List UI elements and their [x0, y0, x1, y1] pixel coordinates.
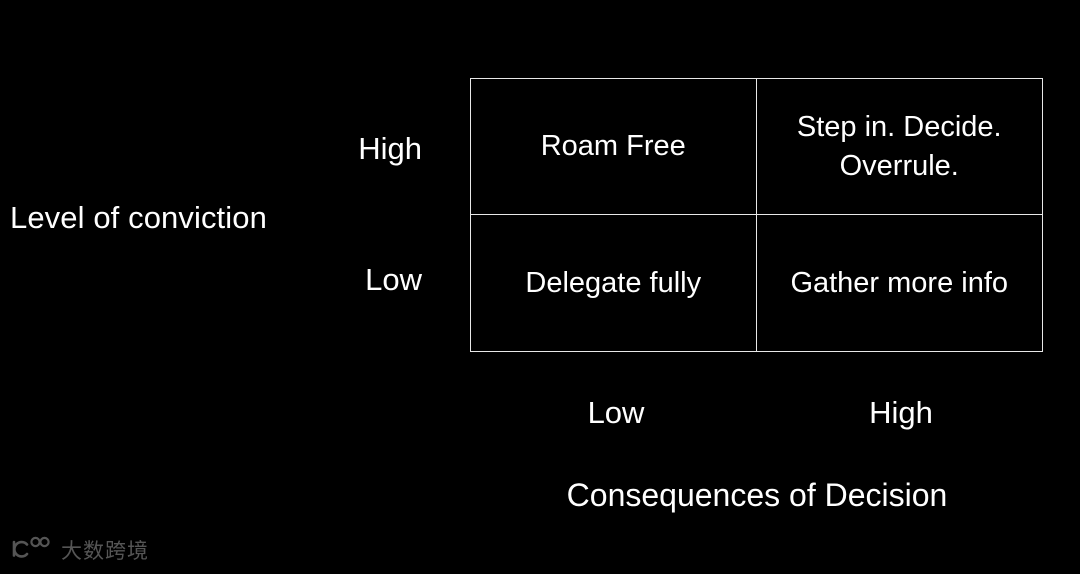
matrix-cell-gather-more-info[interactable]: Gather more info	[757, 215, 1043, 351]
matrix-cell-line-2: Overrule.	[839, 149, 959, 182]
matrix-cell-line-1: Step in. Decide.	[796, 111, 1002, 144]
quadrant-matrix: Roam Free Step in. Decide. Overrule. Del…	[470, 78, 1043, 352]
x-axis-tick-high: High	[869, 395, 933, 430]
x-axis-title: Consequences of Decision	[566, 477, 948, 513]
watermark-text: 大数跨境	[61, 539, 149, 563]
watermark: 大数跨境	[8, 536, 149, 567]
x-axis-tick-low: Low	[587, 395, 645, 430]
y-axis-title: Level of conviction	[10, 200, 267, 235]
matrix-cell-line-1: Delegate fully	[525, 266, 702, 299]
ic-infinity-logo-icon	[8, 536, 52, 567]
matrix-cell-line-1: Roam Free	[540, 130, 686, 163]
matrix-cell-text: Step in. Decide. Overrule.	[797, 108, 1002, 185]
matrix-cell-text: Gather more info	[790, 264, 1008, 302]
matrix-cell-line-1: Gather more info	[790, 266, 1009, 299]
matrix-cell-step-in-decide-overrule[interactable]: Step in. Decide. Overrule.	[756, 79, 1042, 215]
matrix-cell-text: Delegate fully	[525, 264, 701, 302]
matrix-cell-roam-free[interactable]: Roam Free	[471, 79, 757, 215]
matrix-cell-delegate-fully[interactable]: Delegate fully	[471, 215, 757, 351]
matrix-cell-text: Roam Free	[541, 127, 686, 165]
y-axis-tick-high: High	[358, 131, 422, 166]
y-axis-tick-low: Low	[365, 262, 422, 297]
